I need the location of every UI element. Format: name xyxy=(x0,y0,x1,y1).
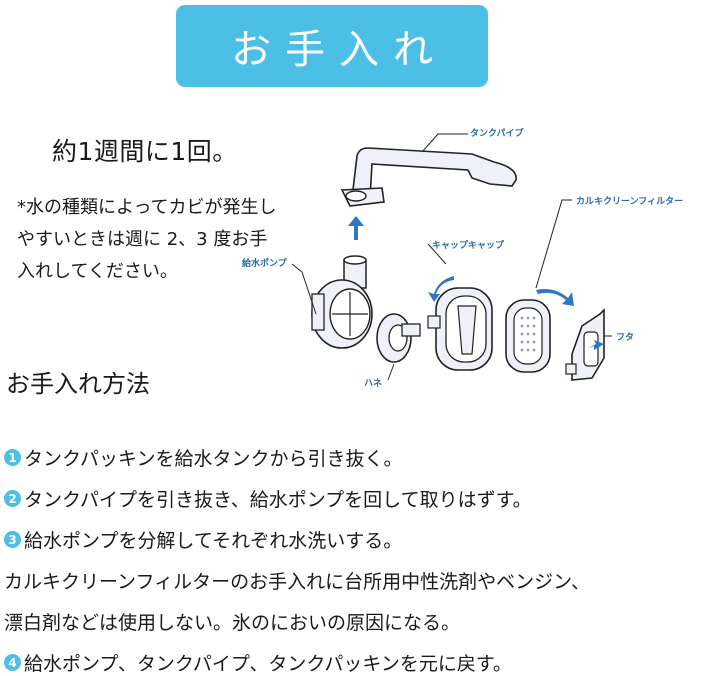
label-calcium-filter: カルキクリーンフィルター xyxy=(576,195,683,207)
label-pump: 給水ポンプ xyxy=(242,257,288,269)
note-line: やすいときは週に 2、3 度お手 xyxy=(17,229,268,250)
step-text: 給水ポンプを分解してそれぞれ水洗いする。 xyxy=(24,530,403,552)
curved-arrow-icon xyxy=(428,276,454,302)
step-item: 3 給水ポンプを分解してそれぞれ水洗いする。 xyxy=(4,526,402,553)
section-heading: お手入れ方法 xyxy=(6,370,150,398)
caution-text: 漂白剤などは使用しない。氷のにおいの原因になる。 xyxy=(4,612,461,634)
step-text: 給水ポンプ、タンクパイプ、タンクパッキンを元に戻す。 xyxy=(24,653,512,675)
right-arrow-icon xyxy=(588,340,604,350)
up-arrow-icon xyxy=(348,216,364,240)
label-lid: フタ xyxy=(616,331,634,343)
cap-cap-illustration xyxy=(427,287,493,371)
step-text: タンクパイプを引き抜き、給水ポンプを回して取りはずす。 xyxy=(24,489,532,511)
caution-line: 漂白剤などは使用しない。氷のにおいの原因になる。 xyxy=(4,608,460,635)
page-title: お手入れ xyxy=(231,27,447,73)
note-line: 入れしてください。 xyxy=(17,261,178,282)
step-item: 2 タンクパイプを引き抜き、給水ポンプを回して取りはずす。 xyxy=(4,485,532,512)
filter-illustration xyxy=(505,299,551,373)
frequency-text: 約1週間に1回。 xyxy=(52,137,238,166)
step-item: 4 給水ポンプ、タンクパイプ、タンクパッキンを元に戻す。 xyxy=(4,649,512,676)
impeller-illustration xyxy=(376,313,421,363)
caution-text: カルキクリーンフィルターのお手入れに台所用中性洗剤やベンジン、 xyxy=(4,571,590,593)
step-text: タンクパッキンを給水タンクから引き抜く。 xyxy=(24,448,403,470)
label-cap-cap: キャップキャップ xyxy=(432,239,505,251)
parts-diagram: タンクパイプ カルキクリーンフィルター キャップキャップ 給水ポンプ フタ ハネ xyxy=(242,127,683,389)
step-number-badge: 4 xyxy=(4,654,21,671)
label-tank-pipe: タンクパイプ xyxy=(470,127,525,139)
step-number-badge: 3 xyxy=(4,531,21,548)
step-number-badge: 1 xyxy=(4,449,21,466)
step-number-badge: 2 xyxy=(4,490,21,507)
title-banner: お手入れ xyxy=(176,5,488,87)
maintenance-note: *水の種類によってカビが発生し やすいときは週に 2、3 度お手 入れしてくださ… xyxy=(17,192,337,288)
step-item: 1 タンクパッキンを給水タンクから引き抜く。 xyxy=(4,444,402,471)
pump-illustration xyxy=(311,255,373,349)
note-line: *水の種類によってカビが発生し xyxy=(17,197,277,218)
caution-line: カルキクリーンフィルターのお手入れに台所用中性洗剤やベンジン、 xyxy=(4,567,590,594)
curved-arrow-icon xyxy=(536,289,574,306)
label-impeller: ハネ xyxy=(364,378,382,389)
tank-pipe-illustration xyxy=(340,147,517,207)
